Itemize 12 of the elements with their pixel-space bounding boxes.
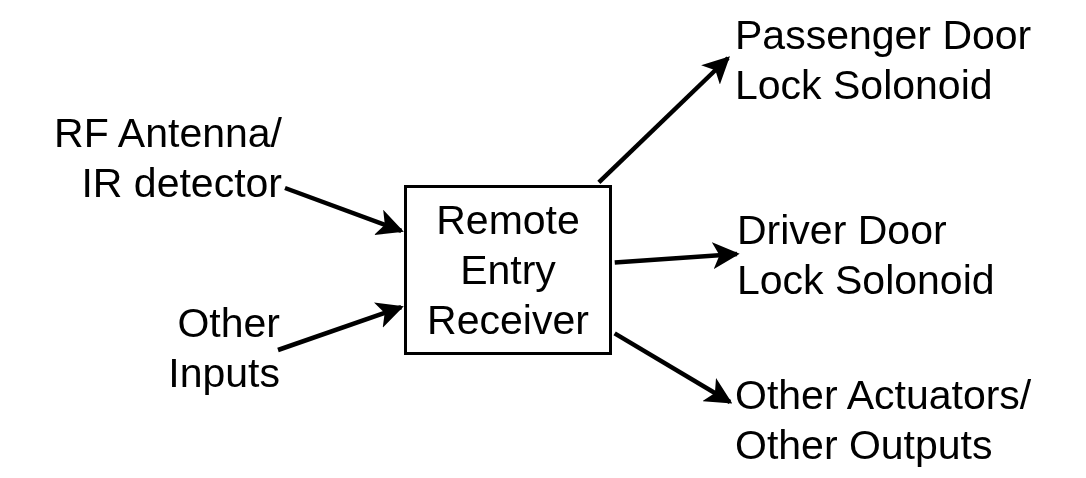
arrow: [597, 56, 730, 185]
arrow: [613, 331, 733, 404]
node-text: Other Inputs: [167, 299, 280, 398]
node-text: Remote Entry Receiver: [426, 196, 590, 345]
node-text: RF Antenna/ IR detector: [53, 109, 282, 208]
process-box: [404, 185, 612, 355]
node-text: Other Actuators/ Other Outputs: [735, 371, 1033, 470]
arrow: [284, 185, 404, 236]
arrow: [277, 302, 404, 353]
node-text: Passenger Door Lock Solonoid: [735, 11, 1033, 110]
arrow: [614, 242, 740, 270]
node-text: Driver Door Lock Solonoid: [737, 206, 996, 305]
